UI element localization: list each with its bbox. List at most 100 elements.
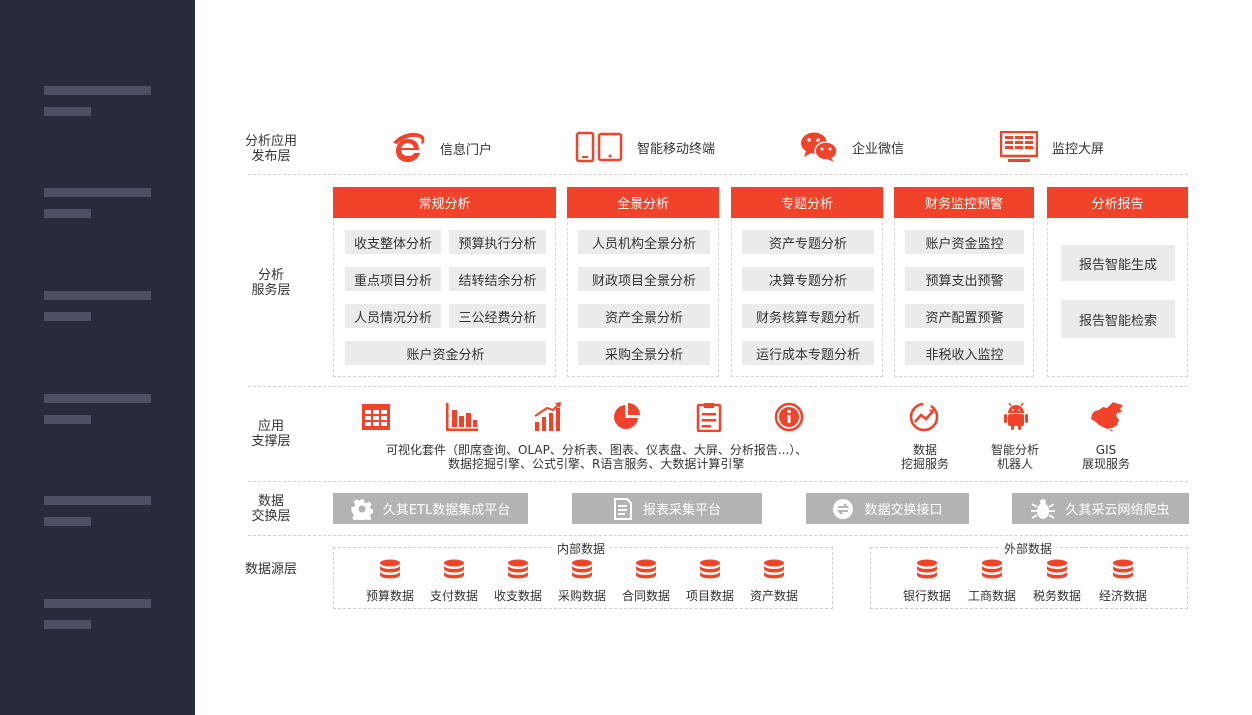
database-icon bbox=[764, 559, 784, 579]
data-source-item[interactable]: 税务数据 bbox=[1027, 559, 1087, 604]
service-item[interactable]: 非税收入监控 bbox=[905, 341, 1024, 365]
database-icon bbox=[917, 559, 937, 579]
data-source-item[interactable]: 合同数据 bbox=[616, 559, 676, 604]
database-icon bbox=[508, 559, 528, 579]
service-item[interactable]: 资产配置预警 bbox=[905, 304, 1024, 328]
layer-label-support: 应用 支撑层 bbox=[251, 419, 291, 449]
sidebar-item-6[interactable] bbox=[44, 599, 151, 629]
service-item[interactable]: 采购全景分析 bbox=[578, 341, 710, 365]
service-column-panorama: 全景分析 人员机构全景分析 财政项目全景分析 资产全景分析 采购全景分析 bbox=[567, 187, 719, 377]
publish-item-monitor[interactable]: 监控大屏 bbox=[1000, 131, 1104, 163]
data-source-item[interactable]: 预算数据 bbox=[360, 559, 420, 604]
separator bbox=[248, 386, 1188, 387]
data-source-item[interactable]: 采购数据 bbox=[552, 559, 612, 604]
data-source-item[interactable]: 经济数据 bbox=[1093, 559, 1153, 604]
growth-chart-icon bbox=[534, 402, 561, 431]
layer-label-exchange: 数据 交换层 bbox=[251, 494, 291, 524]
publish-item-portal[interactable]: 信息门户 bbox=[390, 131, 492, 165]
sidebar-item-3[interactable] bbox=[44, 291, 151, 321]
trend-circle-icon bbox=[909, 402, 939, 432]
sidebar-item-2[interactable] bbox=[44, 188, 151, 218]
internal-data-group: 内部数据 bbox=[333, 540, 833, 609]
external-data-title: 外部数据 bbox=[999, 540, 1058, 557]
service-item[interactable]: 财政项目全景分析 bbox=[578, 267, 710, 291]
data-source-item[interactable]: 项目数据 bbox=[680, 559, 740, 604]
document-icon bbox=[613, 497, 632, 520]
publish-label: 监控大屏 bbox=[1052, 141, 1105, 157]
database-icon bbox=[1047, 559, 1067, 579]
web-crawler-button[interactable]: 久其采云网络爬虫 bbox=[1012, 493, 1189, 524]
service-item[interactable]: 预算支出预警 bbox=[905, 267, 1024, 291]
database-icon bbox=[572, 559, 592, 579]
database-icon bbox=[444, 559, 464, 579]
service-item[interactable]: 资产专题分析 bbox=[742, 230, 874, 254]
report-collection-button[interactable]: 报表采集平台 bbox=[572, 493, 762, 524]
ie-browser-icon bbox=[393, 132, 425, 162]
service-item[interactable]: 预算执行分析 bbox=[449, 230, 546, 254]
data-source-item[interactable]: 支付数据 bbox=[424, 559, 484, 604]
service-item[interactable]: 结转结余分析 bbox=[449, 267, 546, 291]
publish-label: 信息门户 bbox=[440, 142, 493, 158]
exchange-icon bbox=[833, 498, 854, 519]
table-icon bbox=[362, 404, 390, 430]
sidebar bbox=[0, 0, 195, 715]
android-robot-icon bbox=[1004, 402, 1028, 430]
service-item[interactable]: 决算专题分析 bbox=[742, 267, 874, 291]
pie-chart-icon bbox=[614, 403, 640, 429]
service-column-title: 全景分析 bbox=[567, 187, 719, 218]
service-column-title: 常规分析 bbox=[333, 187, 556, 218]
clipboard-icon bbox=[696, 403, 722, 432]
service-item[interactable]: 财务核算专题分析 bbox=[742, 304, 874, 328]
support-service-label: 智能分析机器人 bbox=[990, 443, 1039, 471]
service-item[interactable]: 报告智能检索 bbox=[1061, 300, 1175, 338]
service-column-regular: 常规分析 收支整体分析 预算执行分析 重点项目分析 结转结余分析 人员情况分析 … bbox=[333, 187, 556, 377]
service-item[interactable]: 收支整体分析 bbox=[345, 230, 441, 254]
sidebar-item-4[interactable] bbox=[44, 394, 151, 424]
service-column-report: 分析报告 报告智能生成 报告智能检索 bbox=[1047, 187, 1188, 377]
service-column-title: 分析报告 bbox=[1047, 187, 1188, 218]
service-item[interactable]: 账户资金分析 bbox=[345, 341, 546, 365]
service-column-topic: 专题分析 资产专题分析 决算专题分析 财务核算专题分析 运行成本专题分析 bbox=[731, 187, 883, 377]
service-item[interactable]: 人员机构全景分析 bbox=[578, 230, 710, 254]
internal-data-title: 内部数据 bbox=[552, 540, 611, 557]
database-icon bbox=[1113, 559, 1133, 579]
database-icon bbox=[982, 559, 1002, 579]
exchange-label: 数据交换接口 bbox=[864, 503, 943, 518]
publish-label: 企业微信 bbox=[852, 141, 905, 157]
database-icon bbox=[700, 559, 720, 579]
service-item[interactable]: 重点项目分析 bbox=[345, 267, 441, 291]
service-item[interactable]: 账户资金监控 bbox=[905, 230, 1024, 254]
data-source-item[interactable]: 资产数据 bbox=[744, 559, 804, 604]
service-item[interactable]: 资产全景分析 bbox=[578, 304, 710, 328]
service-item[interactable]: 运行成本专题分析 bbox=[742, 341, 874, 365]
gear-icon bbox=[351, 498, 373, 520]
sidebar-item-5[interactable] bbox=[44, 496, 151, 526]
bug-icon bbox=[1031, 498, 1056, 519]
service-item[interactable]: 报告智能生成 bbox=[1061, 245, 1175, 281]
data-source-item[interactable]: 工商数据 bbox=[962, 559, 1022, 604]
data-exchange-button[interactable]: 数据交换接口 bbox=[806, 493, 969, 524]
database-icon bbox=[636, 559, 656, 579]
service-item[interactable]: 人员情况分析 bbox=[345, 304, 441, 328]
exchange-label: 久其ETL数据集成平台 bbox=[382, 503, 511, 518]
china-map-icon bbox=[1091, 402, 1123, 431]
separator bbox=[248, 535, 1188, 536]
publish-item-wechat[interactable]: 企业微信 bbox=[800, 131, 904, 163]
data-source-item[interactable]: 银行数据 bbox=[897, 559, 957, 604]
layer-label-publish: 分析应用 发布层 bbox=[244, 134, 297, 164]
service-item[interactable]: 三公经费分析 bbox=[449, 304, 546, 328]
mobile-tablet-icon bbox=[575, 131, 623, 163]
publish-item-mobile[interactable]: 智能移动终端 bbox=[575, 131, 715, 163]
external-data-group: 外部数据 bbox=[870, 540, 1188, 609]
sidebar-item-1[interactable] bbox=[44, 86, 151, 116]
separator bbox=[248, 174, 1188, 175]
wechat-icon bbox=[801, 132, 838, 162]
database-icon bbox=[380, 559, 400, 579]
data-source-item[interactable]: 收支数据 bbox=[488, 559, 548, 604]
service-column-title: 财务监控预警 bbox=[894, 187, 1034, 218]
exchange-label: 久其采云网络爬虫 bbox=[1065, 503, 1170, 518]
etl-platform-button[interactable]: 久其ETL数据集成平台 bbox=[333, 493, 528, 524]
separator bbox=[248, 481, 1188, 482]
layer-label-service: 分析 服务层 bbox=[251, 268, 291, 298]
